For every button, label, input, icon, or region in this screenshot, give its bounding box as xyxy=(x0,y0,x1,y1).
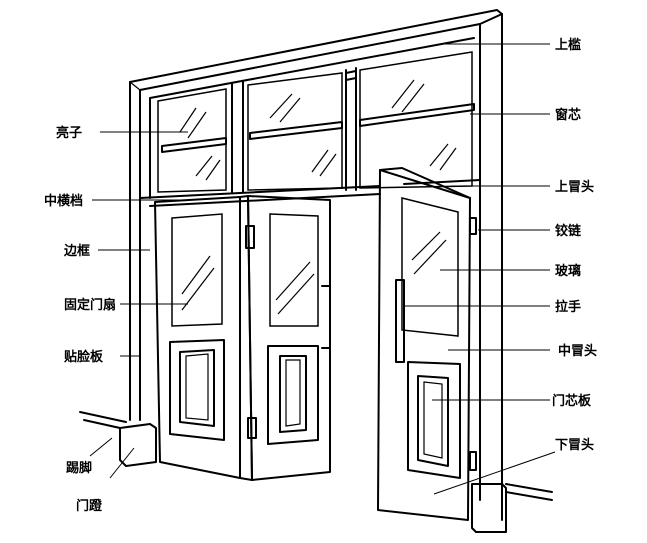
label-men-xin-ban: 门芯板 xyxy=(552,393,592,409)
labels-left: 亮子 中横档 边框 固定门扇 贴脸板 踢脚 门蹬 xyxy=(44,125,116,514)
floor-base xyxy=(79,411,553,533)
label-ti-jiao: 踢脚 xyxy=(66,460,92,476)
fixed-door-leaf xyxy=(154,196,241,479)
label-gu-ding-men-shan: 固定门扇 xyxy=(64,297,116,313)
label-shang-kan: 上槛 xyxy=(555,37,581,53)
label-bo-li: 玻璃 xyxy=(555,263,581,279)
transom xyxy=(157,51,475,193)
label-liang-zi: 亮子 xyxy=(56,125,82,141)
labels-right: 上槛 窗芯 上冒头 铰链 玻璃 拉手 中冒头 门芯板 下冒头 xyxy=(552,37,597,453)
label-zhong-heng-dang: 中横档 xyxy=(44,193,83,209)
leader-lines xyxy=(89,43,556,495)
label-bian-kuang: 边框 xyxy=(63,243,90,259)
label-la-shou: 拉手 xyxy=(555,299,581,315)
folding-door-leaf xyxy=(239,195,331,481)
open-door-leaf xyxy=(377,167,477,521)
label-men-deng: 门蹬 xyxy=(76,498,103,514)
label-shang-mao-tou: 上冒头 xyxy=(555,179,594,195)
label-xia-mao-tou: 下冒头 xyxy=(555,437,594,453)
label-chuang-xin: 窗芯 xyxy=(555,107,581,123)
label-zhong-mao-tou: 中冒头 xyxy=(558,343,597,359)
middle-transom-rail xyxy=(139,179,481,207)
label-tie-lian-ban: 贴脸板 xyxy=(64,349,104,365)
door-frame xyxy=(129,9,503,521)
label-jiao-lian: 铰链 xyxy=(555,223,582,239)
